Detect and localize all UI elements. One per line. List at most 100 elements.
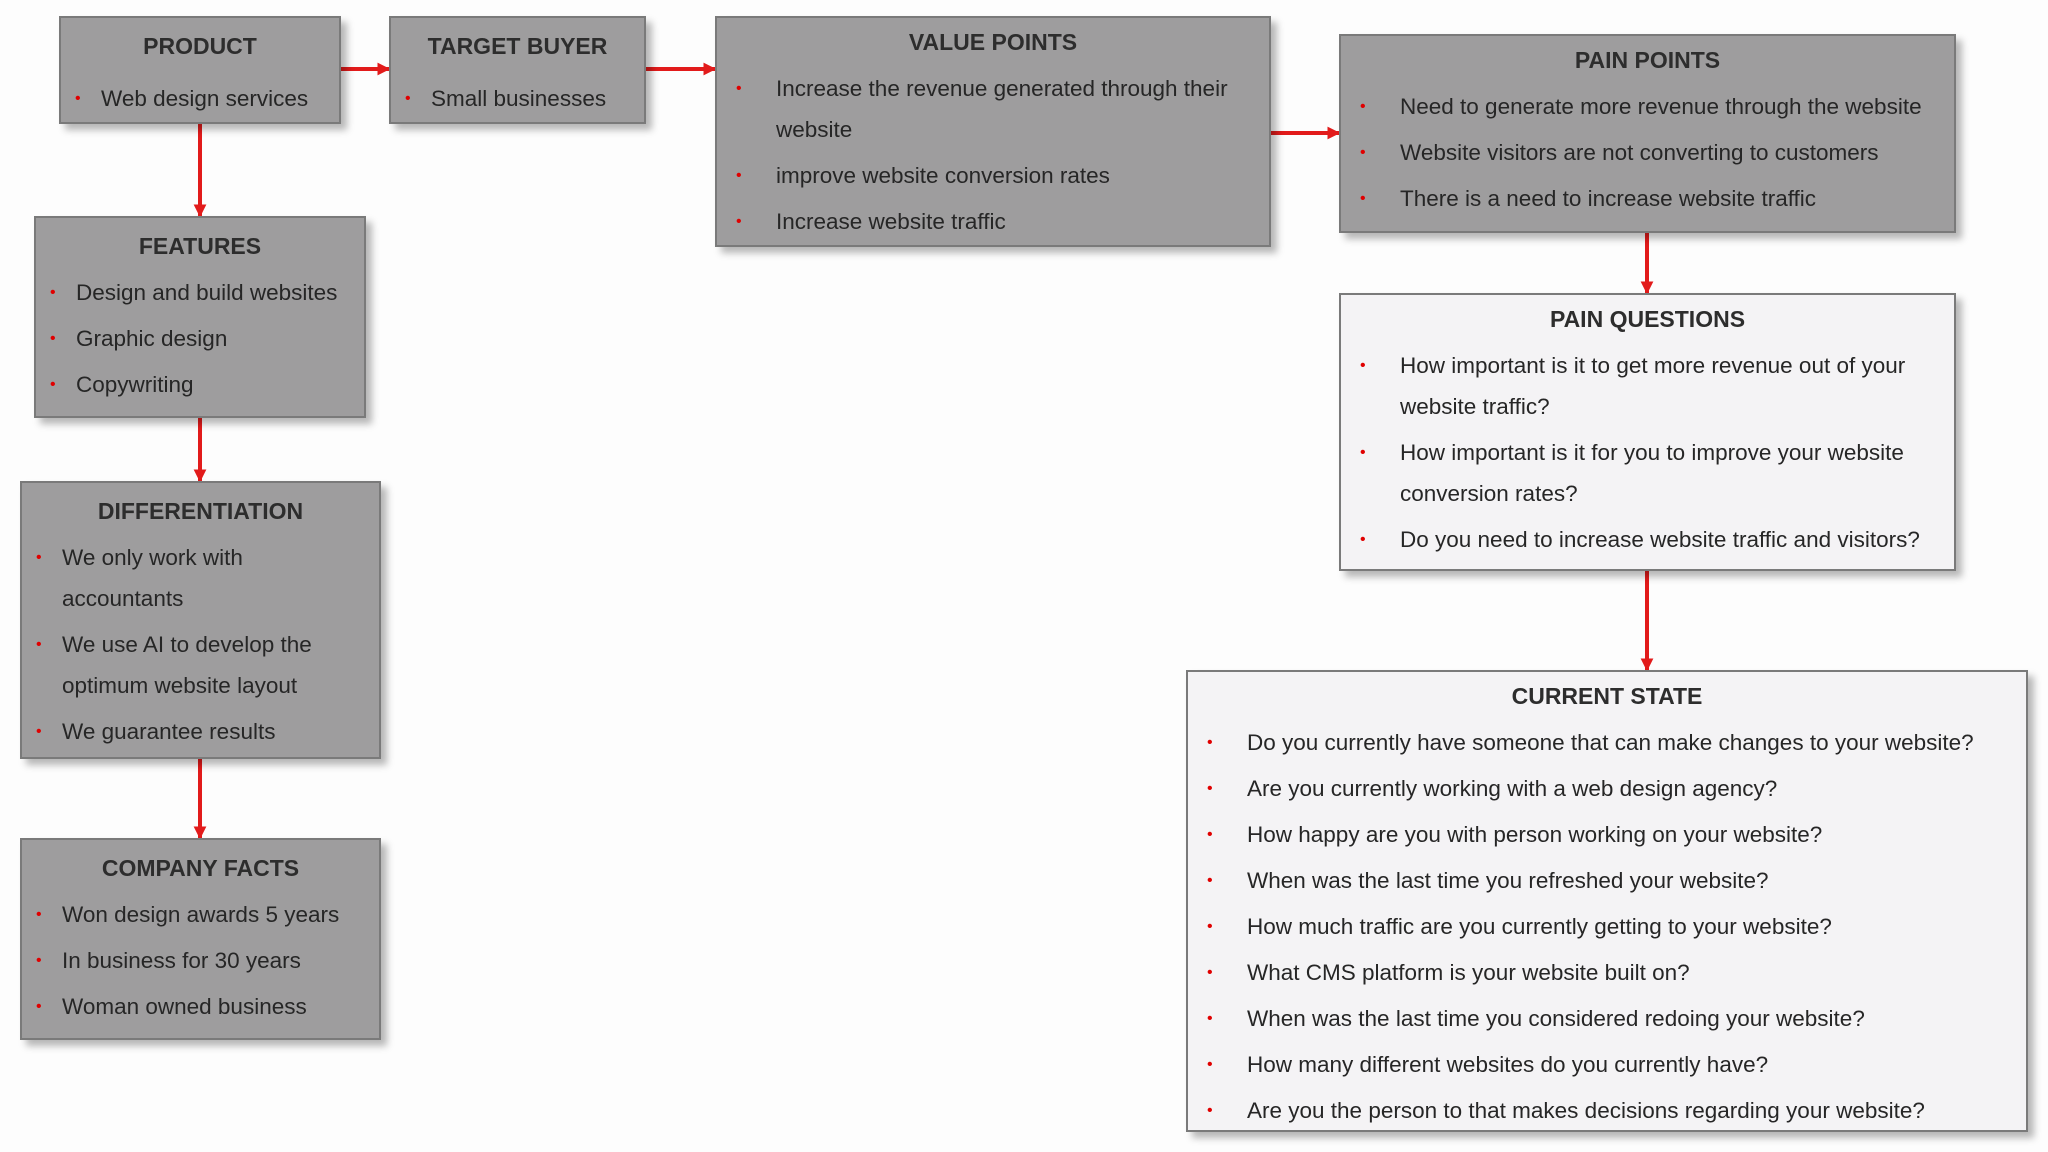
product-box: PRODUCT •Web design services	[59, 16, 341, 124]
bullet-icon: •	[36, 998, 42, 1015]
bullet-icon: •	[36, 906, 42, 923]
list-item: •Are you the person to that makes decisi…	[1188, 1090, 2016, 1131]
bullet-icon: •	[405, 90, 411, 107]
pain-questions-title: PAIN QUESTIONS	[1549, 306, 1746, 332]
list-item-text: How happy are you with person working on…	[1247, 822, 1823, 847]
list-item: • Small businesses	[391, 76, 634, 122]
list-item-text: When was the last time you refreshed you…	[1247, 868, 1769, 893]
list-item-text: Do you need to increase website traffic …	[1400, 527, 1920, 552]
bullet-icon: •	[36, 636, 42, 653]
list-item-text: We only work with accountants	[62, 545, 243, 611]
bullet-icon: •	[736, 167, 742, 184]
pain-points-title: PAIN POINTS	[1574, 47, 1721, 73]
differentiation-box: DIFFERENTIATION • We only work with accou…	[20, 481, 381, 759]
list-item: • Do you currently have someone that can …	[1188, 722, 2016, 763]
list-item: • What CMS platform is your website built…	[1188, 952, 2016, 993]
bullet-icon: •	[1207, 826, 1213, 843]
pain-points-box: PAIN POINTS • Need to generate more reven…	[1339, 34, 1956, 233]
bullet-icon: •	[36, 723, 42, 740]
list-item-text: We use AI to develop the optimum website…	[62, 632, 312, 698]
list-item: • Woman owned business	[22, 986, 369, 1027]
differentiation-title: DIFFERENTIATION	[97, 498, 304, 524]
list-item: • Design and build websites	[36, 272, 354, 313]
bullet-icon: •	[1360, 144, 1366, 161]
bullet-icon: •	[1207, 918, 1213, 935]
bullet-icon: •	[36, 549, 42, 566]
list-item: • How important is it to get more revenue…	[1341, 345, 1944, 427]
bullet-icon: •	[1207, 780, 1213, 797]
bullet-icon: •	[50, 376, 56, 393]
list-item: • There is a need to increase website tra…	[1341, 178, 1944, 219]
list-item-text: Are you currently working with a web des…	[1247, 776, 1778, 801]
list-item-text: Woman owned business	[62, 994, 307, 1019]
bullet-icon: •	[50, 284, 56, 301]
current-state-title: CURRENT STATE	[1511, 683, 1703, 709]
value-points-box: VALUE POINTS •Increase the revenue gener…	[715, 16, 1271, 247]
current-state-list: • Do you currently have someone that can …	[1188, 722, 2016, 1136]
company-facts-list: •Won design awards 5 years•In business f…	[22, 894, 369, 1032]
list-item: • Website visitors are not converting to …	[1341, 132, 1944, 173]
bullet-icon: •	[50, 330, 56, 347]
list-item: •How important is it for you to improve …	[1341, 432, 1944, 514]
list-item: • In business for 30 years	[22, 940, 369, 981]
list-item-text: How much traffic are you currently getti…	[1247, 914, 1832, 939]
list-item: • We use AI to develop the optimum websit…	[22, 624, 369, 706]
list-item-text: Web design services	[101, 86, 309, 111]
list-item: • Need to generate more revenue through t…	[1341, 86, 1944, 127]
bullet-icon: •	[1207, 964, 1213, 981]
value-points-list: •Increase the revenue generated through …	[717, 68, 1259, 247]
list-item-text: How important is it to get more revenue …	[1400, 353, 1906, 419]
list-item-text: We guarantee results	[62, 719, 276, 744]
list-item: • We only work with accountants	[22, 537, 369, 619]
features-box: FEATURES • Design and build websites • Grap…	[34, 216, 366, 418]
features-title: FEATURES	[138, 233, 262, 259]
list-item: •Won design awards 5 years	[22, 894, 369, 935]
target-buyer-box: TARGET BUYER • Small businesses	[389, 16, 646, 124]
bullet-icon: •	[1360, 190, 1366, 207]
list-item: • When was the last time you refreshed yo…	[1188, 860, 2016, 901]
list-item-text: Small businesses	[431, 86, 607, 111]
differentiation-list: • We only work with accountants • We use AI…	[22, 537, 369, 757]
bullet-icon: •	[1207, 1056, 1213, 1073]
value-points-title: VALUE POINTS	[908, 29, 1078, 55]
company-facts-box: COMPANY FACTS •Won design awards 5 years…	[20, 838, 381, 1040]
list-item-text: How many different websites do you curre…	[1247, 1052, 1769, 1077]
list-item-text: Are you the person to that makes decisio…	[1247, 1098, 1925, 1123]
list-item-text: What CMS platform is your website built …	[1247, 960, 1690, 985]
current-state-box: CURRENT STATE • Do you currently have som…	[1186, 670, 2028, 1132]
list-item-text: Design and build websites	[76, 280, 338, 305]
list-item: •Increase website traffic	[717, 201, 1259, 242]
list-item-text: Do you currently have someone that can m…	[1247, 730, 1974, 755]
list-item: • We guarantee results	[22, 711, 369, 752]
list-item-text: In business for 30 years	[62, 948, 301, 973]
list-item: •Increase the revenue generated through …	[717, 68, 1259, 150]
list-item-text: Website visitors are not converting to c…	[1400, 140, 1879, 165]
list-item: • Are you currently working with a web de…	[1188, 768, 2016, 809]
list-item-text: There is a need to increase website traf…	[1400, 186, 1817, 211]
list-item: • How happy are you with person working o…	[1188, 814, 2016, 855]
bullet-icon: •	[1360, 98, 1366, 115]
target-buyer-list: • Small businesses	[391, 76, 634, 122]
bullet-icon: •	[36, 952, 42, 969]
bullet-icon: •	[1207, 872, 1213, 889]
bullet-icon: •	[75, 90, 81, 107]
list-item-text: Need to generate more revenue through th…	[1400, 94, 1922, 119]
list-item: • improve website conversion rates	[717, 155, 1259, 196]
list-item-text: Graphic design	[76, 326, 228, 351]
bullet-icon: •	[1207, 734, 1213, 751]
bullet-icon: •	[736, 80, 742, 97]
list-item: •When was the last time you considered r…	[1188, 998, 2016, 1039]
product-list: • Web design services	[61, 76, 329, 122]
list-item: • How much traffic are you currently gett…	[1188, 906, 2016, 947]
list-item-text: Increase website traffic	[776, 209, 1006, 234]
bullet-icon: •	[1360, 531, 1366, 548]
company-facts-title: COMPANY FACTS	[101, 855, 300, 881]
pain-questions-box: PAIN QUESTIONS • How important is it to g…	[1339, 293, 1956, 571]
target-buyer-title: TARGET BUYER	[427, 33, 608, 59]
list-item: • Web design services	[61, 76, 329, 122]
bullet-icon: •	[1207, 1010, 1213, 1027]
bullet-icon: •	[1360, 357, 1366, 374]
list-item-text: improve website conversion rates	[776, 163, 1110, 188]
